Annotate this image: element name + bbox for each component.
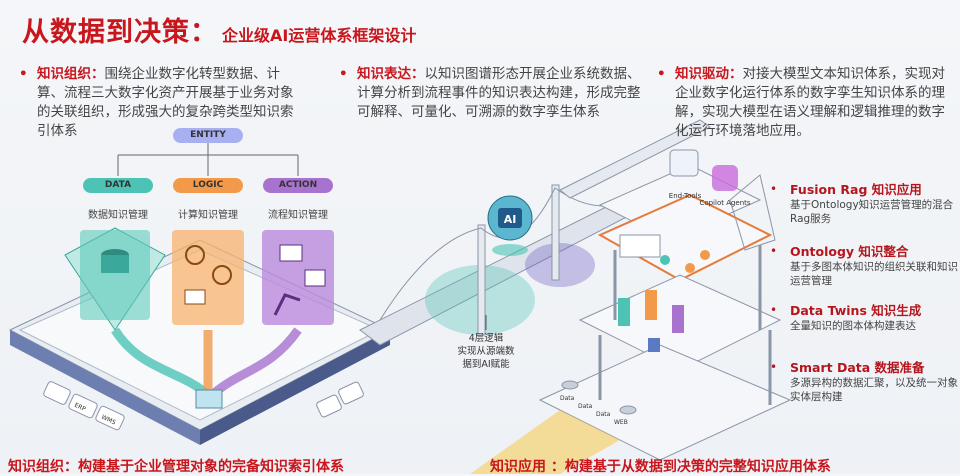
ai-brain-icon: AI <box>487 195 533 256</box>
action-pill: ACTION <box>263 178 333 193</box>
layer-ontology: •Ontology 知识整合基于多图本体知识的组织关联和知识运营管理 <box>770 244 958 287</box>
logic-pill: LOGIC <box>173 178 243 193</box>
data-source-label: Data <box>578 403 593 410</box>
title-sub: 企业级AI运营体系框架设计 <box>222 26 417 45</box>
action-cube <box>262 230 334 325</box>
data-source-label: Data <box>560 395 575 402</box>
layer-smart-data: •Smart Data 数据准备多源异构的数据汇聚，以及统一对象实体层构建 <box>770 360 958 403</box>
caption-right: 知识应用 ：构建基于从数据到决策的完整知识应用体系 <box>490 459 831 475</box>
erp-tile-label: ERP <box>73 402 87 413</box>
svg-text:AI: AI <box>504 213 517 226</box>
action-desc: 流程知识管理 <box>268 210 328 221</box>
data-source-label: Data <box>596 411 611 418</box>
layer-tower <box>470 149 792 474</box>
data-source-label: WEB <box>614 419 628 426</box>
bullet-knowledge-expression: •知识表达：以知识图谱形态开展企业系统数据、计算分析到流程事件的知识表达构建，形… <box>339 66 641 120</box>
copilot-agents-label: Copilot Agents <box>699 199 750 207</box>
layer-fusion-rag: •Fusion Rag 知识应用基于Ontology知识运营管理的混合Rag服务 <box>770 182 954 225</box>
data-cube <box>64 227 166 331</box>
data-pill: DATA <box>83 178 153 193</box>
page-title: 从数据到决策：企业级AI运营体系框架设计 <box>22 10 416 49</box>
end-tools-label: End-Tools <box>669 192 702 200</box>
bridge-note: 4层逻辑 实现从源端数 据到AI赋能 <box>457 333 515 370</box>
caption-left: 知识组织：构建基于企业管理对象的完备知识索引体系 <box>8 459 344 475</box>
logic-desc: 计算知识管理 <box>178 210 238 221</box>
title-main: 从数据到决策： <box>22 17 218 48</box>
bullet-knowledge-organization: •知识组织：围绕企业数字化转型数据、计算、流程三大数字化资产开展基于业务对象的关… <box>19 66 294 139</box>
layer-data-twins: •Data Twins 知识生成全量知识的图本体构建表达 <box>770 303 922 332</box>
logic-cube <box>172 230 244 325</box>
system-tiles <box>43 381 364 431</box>
data-desc: 数据知识管理 <box>88 210 148 221</box>
bridge <box>359 119 711 346</box>
entity-pill: ENTITY <box>173 128 243 143</box>
bullet-knowledge-driven: •知识驱动：对接大模型文本知识体系，实现对企业数字化运行体系的数字孪生知识体系的… <box>657 66 945 139</box>
entity-tree-connectors <box>117 143 299 176</box>
